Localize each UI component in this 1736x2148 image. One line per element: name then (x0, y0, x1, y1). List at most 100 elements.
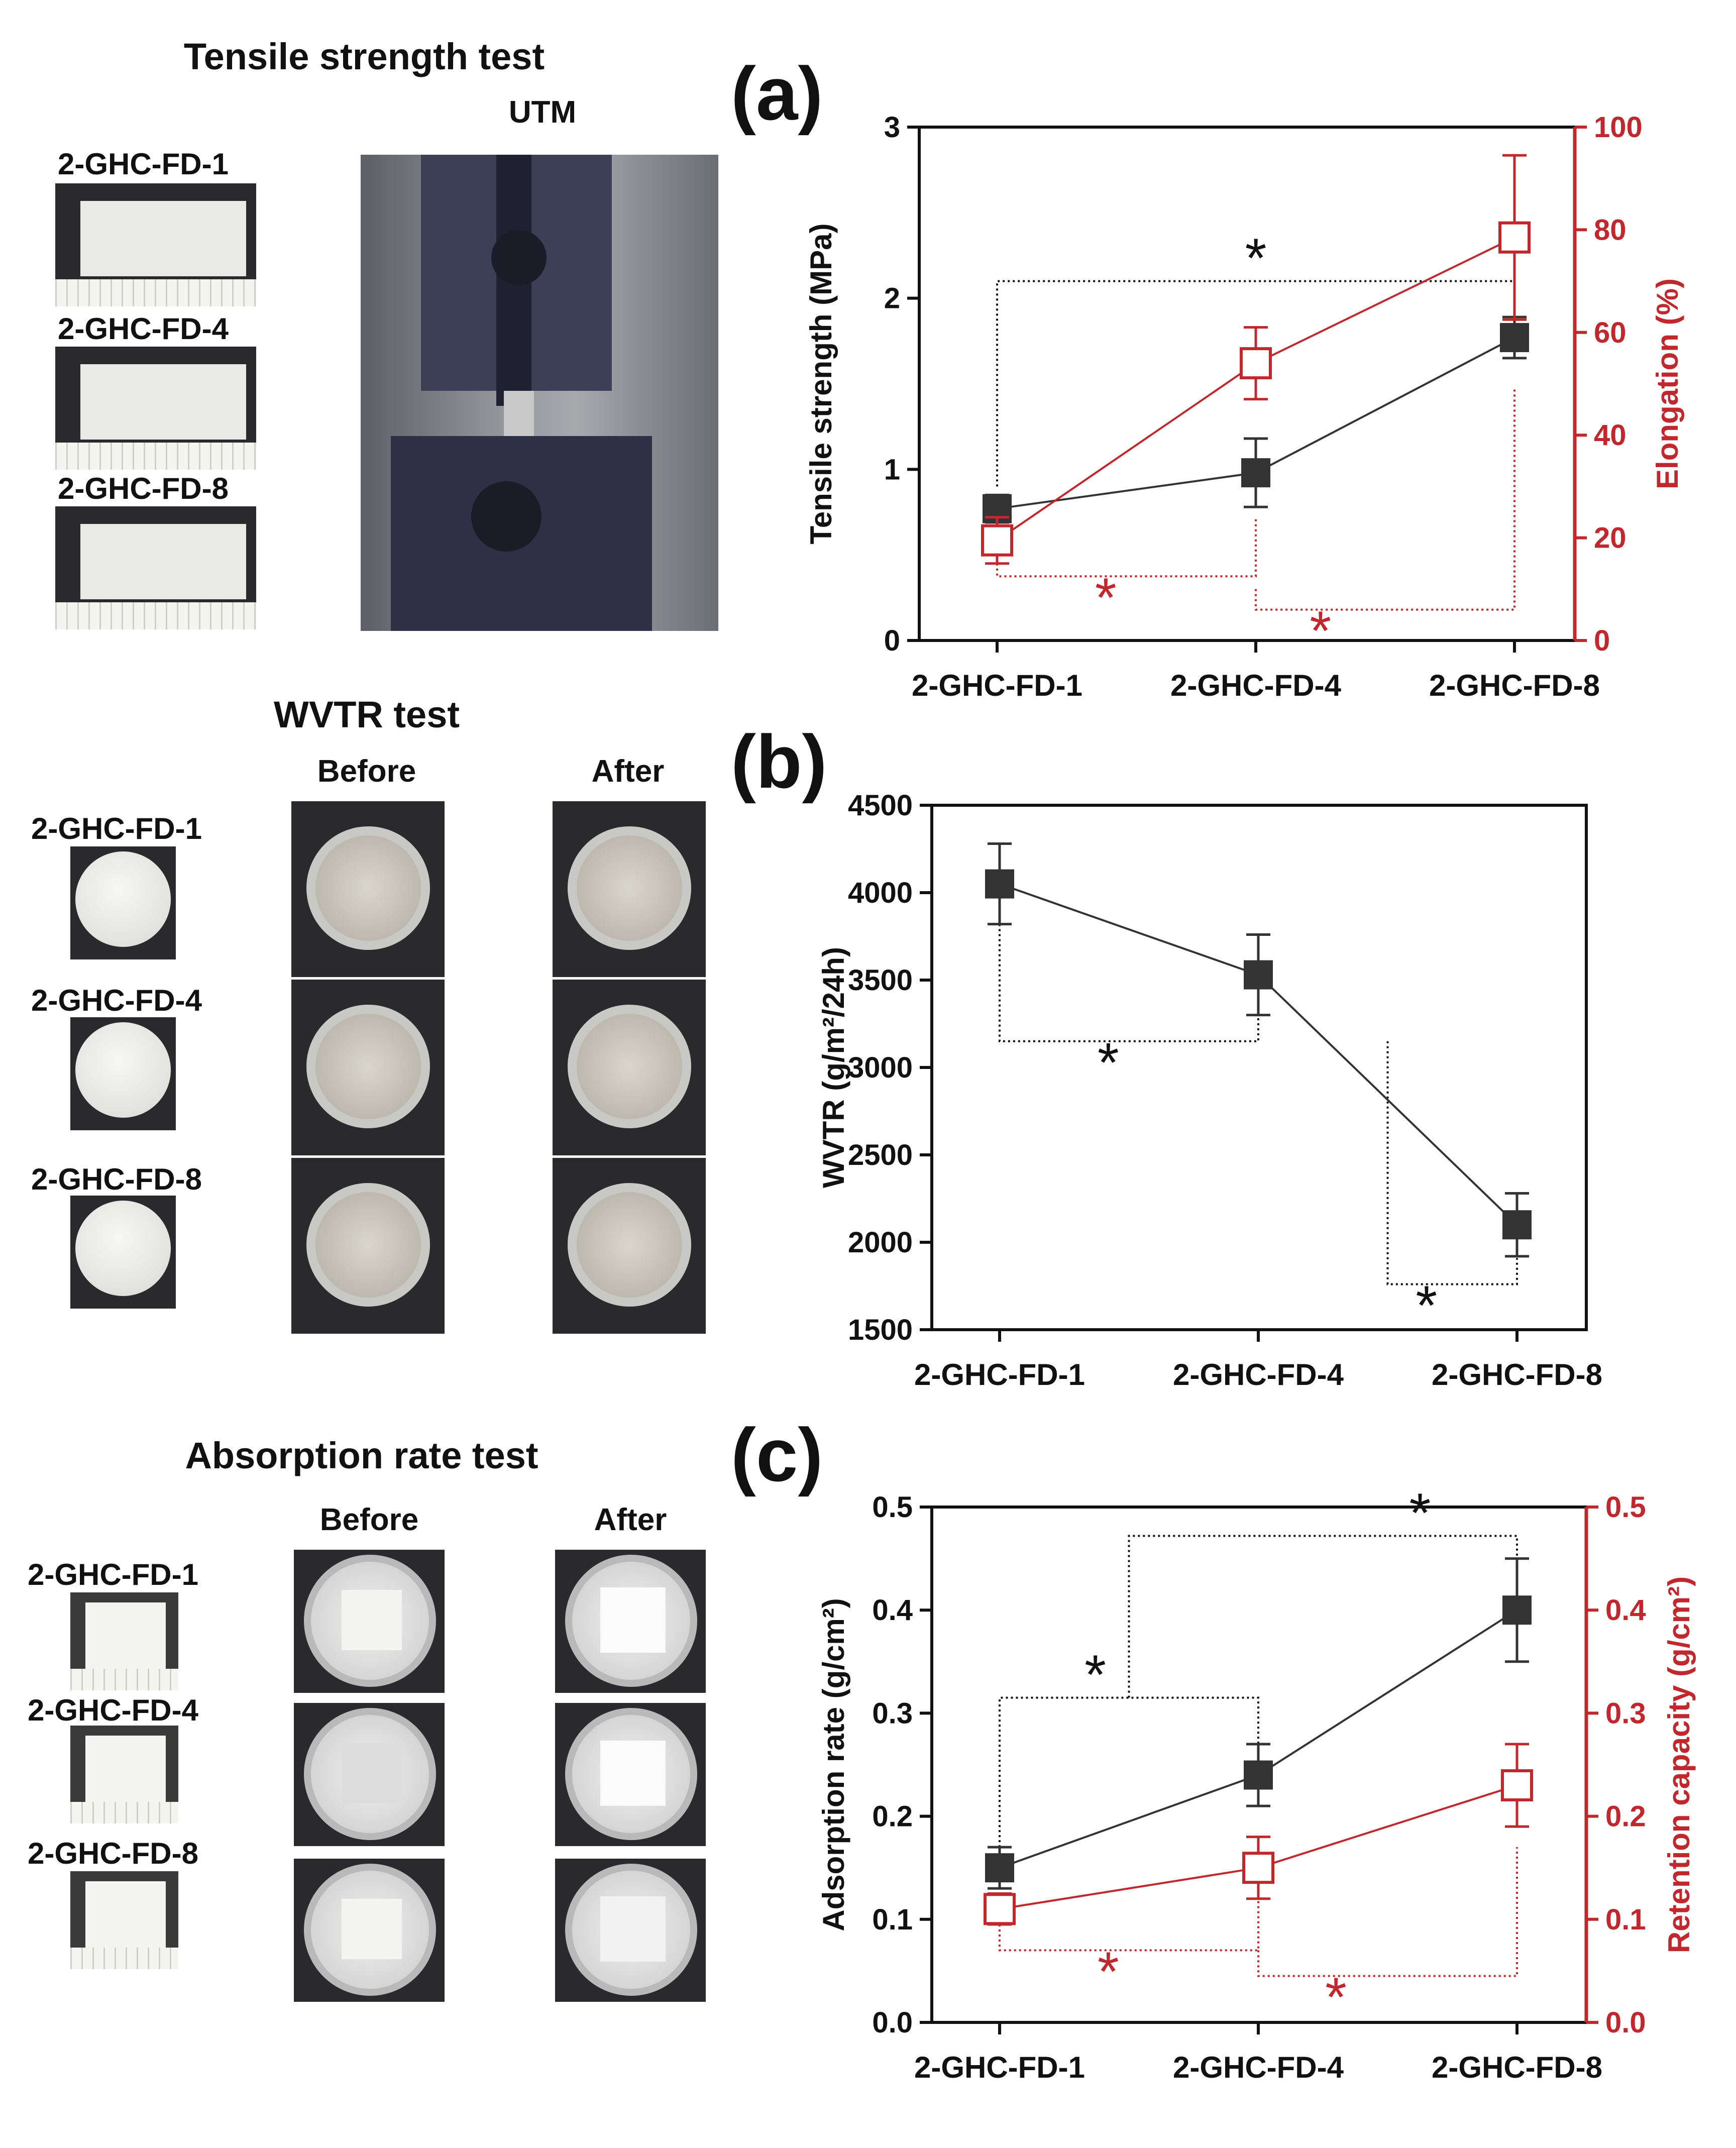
y2-tick-label: 0.5 (1605, 1491, 1646, 1524)
tensile-specimen-photo-1 (55, 183, 256, 306)
y2-tick-label: 0.1 (1605, 1903, 1646, 1936)
y-tick-label: 1 (884, 453, 900, 486)
wvtr-test-title: WVTR test (274, 694, 460, 735)
absorption-sample-label-3: 2-GHC-FD-8 (28, 1837, 198, 1870)
y-tick-label: 0.2 (872, 1800, 913, 1833)
y-tick-label: 0.0 (872, 2006, 913, 2039)
absorption-before-label: Before (319, 1502, 419, 1537)
significance-star: * (1409, 1482, 1431, 1544)
y-tick-label: 0.5 (872, 1491, 913, 1524)
chart-c: 0.0 0.1 0.2 0.3 0.4 0.5 0.0 0.1 0.2 0.3 0.4 0.5 2-GH… (817, 1482, 1696, 2084)
data-point (1244, 960, 1273, 990)
significance-star: * (1098, 1941, 1119, 2002)
x-tick-label: 2-GHC-FD-1 (914, 1358, 1085, 1391)
data-point (981, 524, 1013, 557)
wvtr-after-photo-3 (553, 1158, 706, 1334)
absorption-sample-photo-3 (70, 1871, 178, 1969)
y2-tick-label: 0.3 (1605, 1697, 1646, 1730)
significance-bracket (999, 924, 1259, 1042)
y2-tick-label: 40 (1594, 419, 1626, 452)
x-tick-label: 2-GHC-FD-4 (1173, 1358, 1344, 1391)
x-tick-label: 2-GHC-FD-4 (1170, 669, 1342, 702)
absorption-before-photo-3 (294, 1859, 445, 2002)
data-point (1500, 323, 1529, 353)
x-tick-label: 2-GHC-FD-8 (1432, 1358, 1602, 1391)
wvtr-disc-photo-1 (70, 846, 176, 959)
data-point (985, 869, 1014, 899)
wvtr-after-label: After (591, 754, 665, 789)
y2-tick-label: 0.0 (1605, 2006, 1646, 2039)
y2-tick-label: 0.2 (1605, 1800, 1646, 1833)
significance-bracket (1255, 389, 1515, 611)
y2-axis-label: Elongation (%) (1651, 278, 1684, 489)
significance-star: * (1098, 1032, 1119, 1094)
wvtr-after-photo-1 (553, 801, 706, 977)
utm-label: UTM (508, 95, 577, 130)
significance-star: * (1310, 600, 1331, 662)
data-point (1244, 1760, 1273, 1790)
data-point (985, 1853, 1014, 1883)
panel-label-a: (a) (731, 51, 823, 136)
wvtr-sample-label-1: 2-GHC-FD-1 (31, 812, 202, 845)
series-line (999, 1609, 1518, 1869)
data-point (984, 1893, 1016, 1925)
wvtr-before-photo-3 (291, 1158, 445, 1334)
absorption-sample-photo-2 (70, 1726, 178, 1823)
data-point (1502, 1210, 1532, 1240)
tensile-test-title: Tensile strength test (183, 36, 545, 77)
absorption-after-label: After (594, 1502, 667, 1537)
wvtr-sample-label-2: 2-GHC-FD-4 (31, 984, 202, 1017)
y-axis-label: Adsorption rate (g/cm²) (817, 1598, 850, 1931)
y-tick-label: 0.3 (872, 1697, 913, 1730)
absorption-before-photo-2 (294, 1703, 445, 1846)
absorption-after-photo-3 (555, 1859, 706, 2002)
data-point (1240, 347, 1272, 380)
data-point (1242, 1852, 1274, 1884)
tensile-sample-label-2: 2-GHC-FD-4 (58, 312, 229, 346)
y-tick-label: 2500 (848, 1139, 913, 1171)
y-tick-label: 0.1 (872, 1903, 913, 1936)
panel-label-b: (b) (731, 719, 827, 804)
wvtr-after-photo-2 (553, 980, 706, 1155)
plot-frame (930, 804, 1588, 1331)
wvtr-disc-photo-3 (70, 1196, 176, 1309)
y-tick-label: 1500 (848, 1314, 913, 1346)
y-tick-label: 0.4 (872, 1594, 913, 1627)
significance-bracket (999, 1898, 1259, 1952)
x-tick-label: 2-GHC-FD-1 (912, 669, 1082, 702)
y2-tick-label: 80 (1594, 213, 1626, 246)
data-point (1502, 1595, 1532, 1625)
y2-tick-label: 100 (1594, 111, 1643, 144)
absorption-test-title: Absorption rate test (185, 1435, 538, 1476)
tensile-sample-label-3: 2-GHC-FD-8 (58, 472, 229, 505)
panel-label-c: (c) (731, 1413, 823, 1497)
significance-bracket (1386, 1041, 1518, 1285)
plot-frame (918, 126, 1576, 642)
significance-star: * (1095, 567, 1117, 628)
absorption-after-photo-2 (555, 1703, 706, 1846)
data-point (1501, 1769, 1533, 1802)
utm-machine-photo (361, 155, 718, 631)
y2-tick-label: 0.4 (1605, 1594, 1646, 1627)
y-tick-label: 4500 (848, 789, 913, 822)
x-tick-label: 2-GHC-FD-8 (1429, 669, 1600, 702)
absorption-sample-photo-1 (70, 1592, 178, 1690)
y-tick-label: 2 (884, 282, 900, 315)
absorption-after-photo-1 (555, 1550, 706, 1693)
y-axis-label: Tensile strength (MPa) (804, 224, 838, 545)
wvtr-sample-label-3: 2-GHC-FD-8 (31, 1162, 202, 1196)
y-tick-label: 3500 (848, 964, 913, 997)
wvtr-before-label: Before (317, 754, 416, 789)
y-tick-label: 0 (884, 624, 900, 657)
significance-bracket (999, 1696, 1259, 1848)
y2-tick-label: 60 (1594, 316, 1626, 349)
tensile-sample-label-1: 2-GHC-FD-1 (58, 147, 229, 181)
y2-axis-label: Retention capacity (g/cm²) (1662, 1576, 1696, 1953)
significance-star: * (1325, 1967, 1347, 2028)
significance-bracket (1257, 1847, 1518, 1977)
y-tick-label: 3000 (848, 1051, 913, 1084)
x-tick-label: 2-GHC-FD-8 (1432, 2051, 1602, 2084)
x-tick-label: 2-GHC-FD-1 (914, 2051, 1085, 2084)
